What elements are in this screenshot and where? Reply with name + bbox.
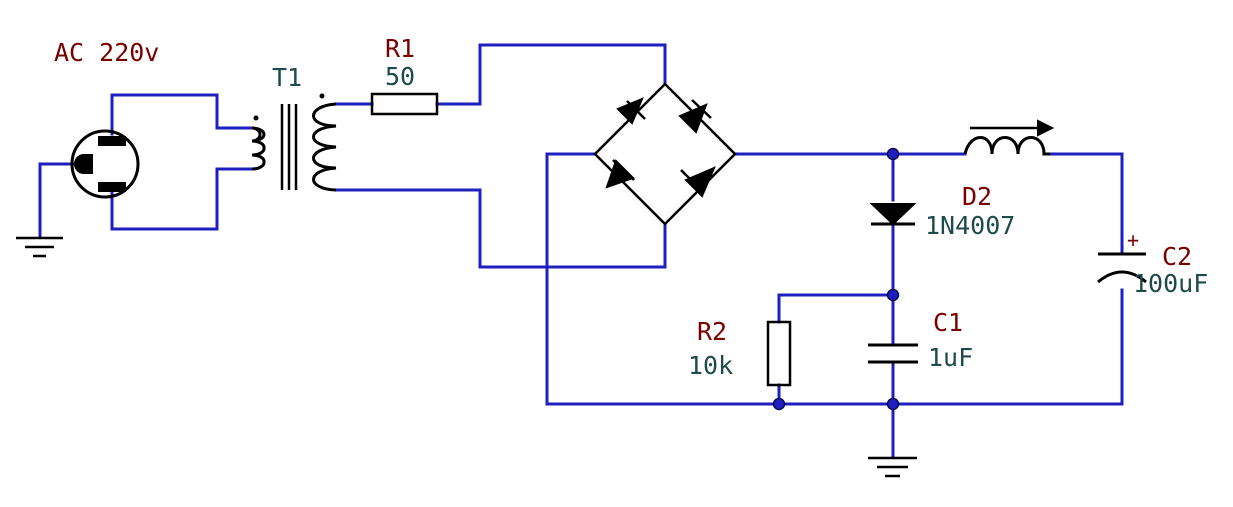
d2-name-label: D2: [962, 182, 992, 211]
r1-value-label: 50: [385, 62, 415, 91]
r2-name-label: R2: [697, 317, 727, 346]
ac-source-label: AC 220v: [54, 38, 159, 67]
resistor-icon-r2: [766, 320, 792, 387]
r1-name-label: R1: [385, 34, 415, 63]
resistor-icon-r1: [370, 92, 439, 116]
wire-r1-bridge-top: [435, 43, 667, 106]
wires: [38, 43, 1124, 458]
ground-icon-left: [16, 236, 63, 258]
junction-dot: [886, 147, 900, 161]
c2-value-label: 100uF: [1133, 269, 1208, 298]
bridge-rectifier-icon: [593, 82, 737, 226]
c1-name-label: C1: [933, 308, 963, 337]
junction-dot: [886, 397, 900, 411]
transformer-icon: [251, 93, 337, 192]
polarized-capacitor-icon-c2: [1097, 252, 1147, 284]
labels: AC 220v T1 R1 50 D2 1N4007 R2 10k C1 1uF…: [54, 34, 1208, 380]
capacitor-icon-c1: [868, 343, 918, 364]
r2-value-label: 10k: [688, 351, 733, 380]
inductor-icon: [963, 119, 1055, 156]
transformer-label: T1: [272, 63, 302, 92]
d2-value-label: 1N4007: [925, 211, 1015, 240]
junctions: [772, 147, 900, 411]
diode-icon-d2: [869, 203, 917, 226]
c2-name-label: C2: [1162, 242, 1192, 271]
junction-dot: [886, 288, 900, 302]
junction-dot: [772, 397, 786, 411]
wire-ac-primary-top: [110, 93, 254, 136]
c2-polarity-label: +: [1127, 228, 1139, 252]
ac-outlet-icon: [70, 129, 140, 199]
ground-icon-right: [868, 456, 917, 478]
wire-secondary-bridge-bottom: [334, 188, 667, 269]
wire-bridge-negative: [545, 152, 1124, 406]
wire-inductor-c2: [1048, 152, 1124, 256]
c1-value-label: 1uF: [928, 343, 973, 372]
wire-ac-ground: [38, 162, 78, 238]
wire-r2-top: [777, 293, 895, 324]
wire-ac-primary-bottom: [110, 167, 254, 231]
